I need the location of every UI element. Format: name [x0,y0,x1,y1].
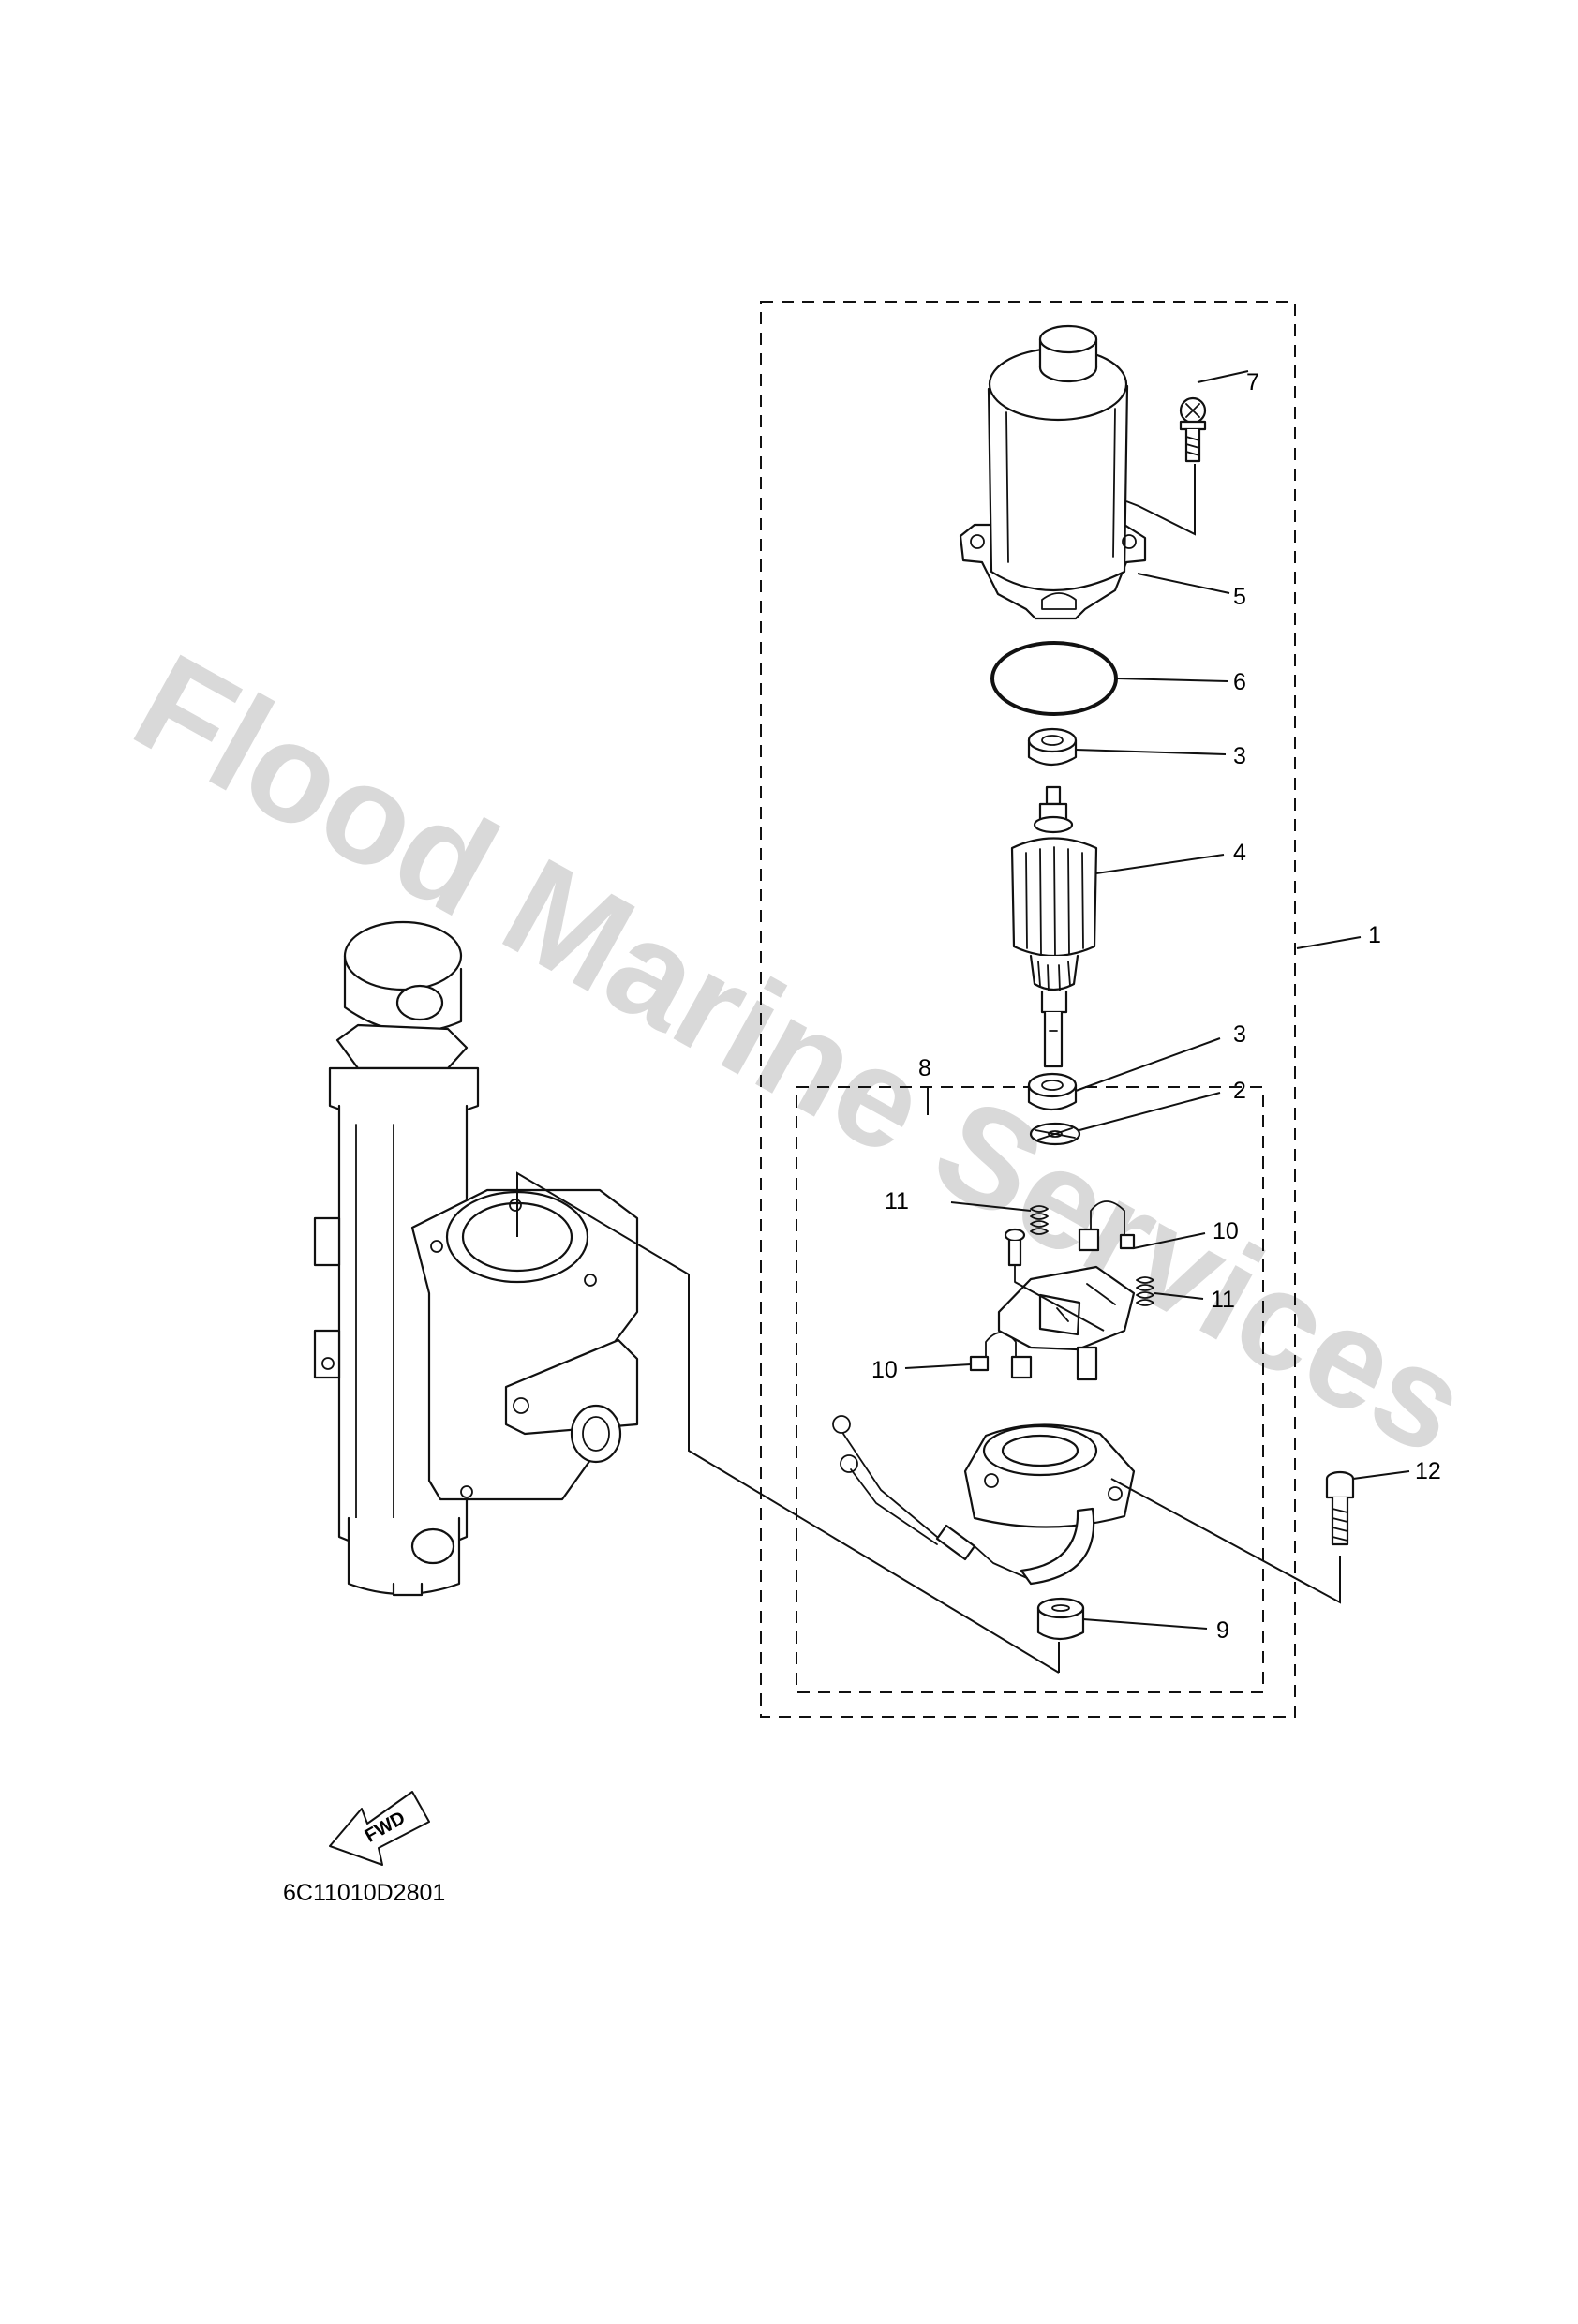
o-ring [990,641,1118,716]
spring-11-top [1030,1205,1049,1235]
armature [1010,785,1098,1068]
callout-10a: 10 [1213,1218,1239,1244]
callout-11b: 11 [1211,1287,1235,1313]
brush-10-left [969,1332,1033,1379]
callout-1: 1 [1368,922,1381,948]
bushing-9 [1036,1597,1085,1641]
callout-4: 4 [1233,840,1246,866]
bolt-12 [1325,1470,1355,1546]
callout-3b: 3 [1233,1021,1246,1048]
bearing-lower [1027,1072,1078,1111]
end-cap-housing [832,1415,1136,1586]
assembly-1-boundary [760,301,1296,1718]
fwd-arrow-icon: FWD [329,1791,430,1866]
pump-body [410,1188,639,1501]
callout-10b: 10 [871,1357,898,1383]
callout-2: 2 [1233,1078,1246,1104]
callout-8: 8 [918,1055,931,1081]
callout-7: 7 [1246,369,1259,395]
callout-9: 9 [1216,1617,1229,1644]
callout-5: 5 [1233,584,1246,610]
callout-12: 12 [1415,1458,1441,1484]
callout-11a: 11 [885,1188,909,1214]
leader-lines [516,370,1410,1674]
callouts: 7 5 6 3 4 1 3 2 8 11 10 11 10 12 9 [871,369,1441,1644]
bearing-upper [1027,727,1078,767]
washer-2 [1029,1122,1081,1146]
callout-6: 6 [1233,669,1246,695]
brush-10-top [1078,1200,1136,1252]
callout-3a: 3 [1233,743,1246,769]
diagram-code: 6C11010D2801 [283,1880,445,1906]
spring-11-right [1136,1276,1154,1306]
motor-housing [959,324,1147,620]
screw-7 [1179,396,1207,463]
